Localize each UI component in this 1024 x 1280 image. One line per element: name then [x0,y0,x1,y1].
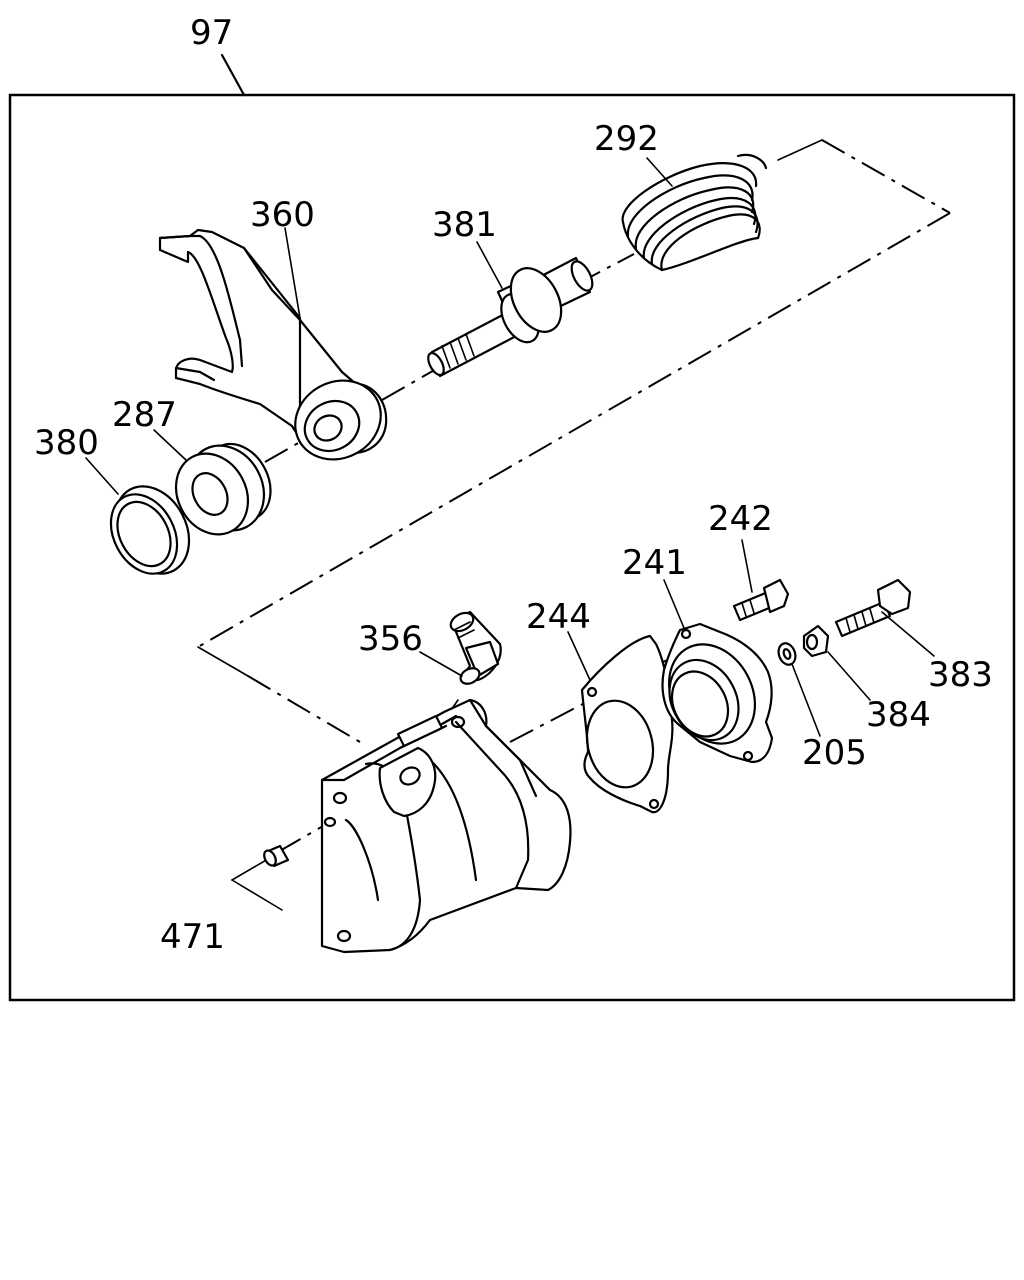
callout-assembly: 97 [190,13,233,53]
callout-union-fitting: 356 [358,619,423,659]
callout-bolt-long: 383 [928,655,993,695]
callout-bolt-short: 242 [708,499,773,539]
plug-part [263,844,290,868]
gasket-part [580,634,674,814]
callout-seal-ring: 380 [34,423,99,463]
housing-part [320,698,572,954]
cover-part [661,622,774,764]
spring-part [621,153,768,272]
bolt-long-part [834,578,912,638]
shift-rod-part [427,256,594,378]
callout-washer: 205 [802,733,867,773]
bushing-part [174,442,272,536]
assembly-frame [8,93,1016,1002]
bolt-short-part [732,578,790,622]
washer-part [777,642,797,666]
callout-spring: 292 [594,119,659,159]
callout-nut: 384 [866,695,931,735]
nut-part [802,624,830,658]
callout-shift-rod: 381 [432,205,497,245]
union-fitting-part [449,610,502,685]
shift-fork-part [158,228,388,461]
callout-shift-fork: 360 [250,195,315,235]
group-outline [197,139,951,746]
callout-gasket: 244 [526,597,591,637]
callout-bushing: 287 [112,395,177,435]
assembly-leader [220,53,246,97]
callout-plug: 471 [160,917,225,957]
callout-cover: 241 [622,543,687,583]
seal-ring-part [109,485,191,575]
leader-lines [85,157,935,737]
